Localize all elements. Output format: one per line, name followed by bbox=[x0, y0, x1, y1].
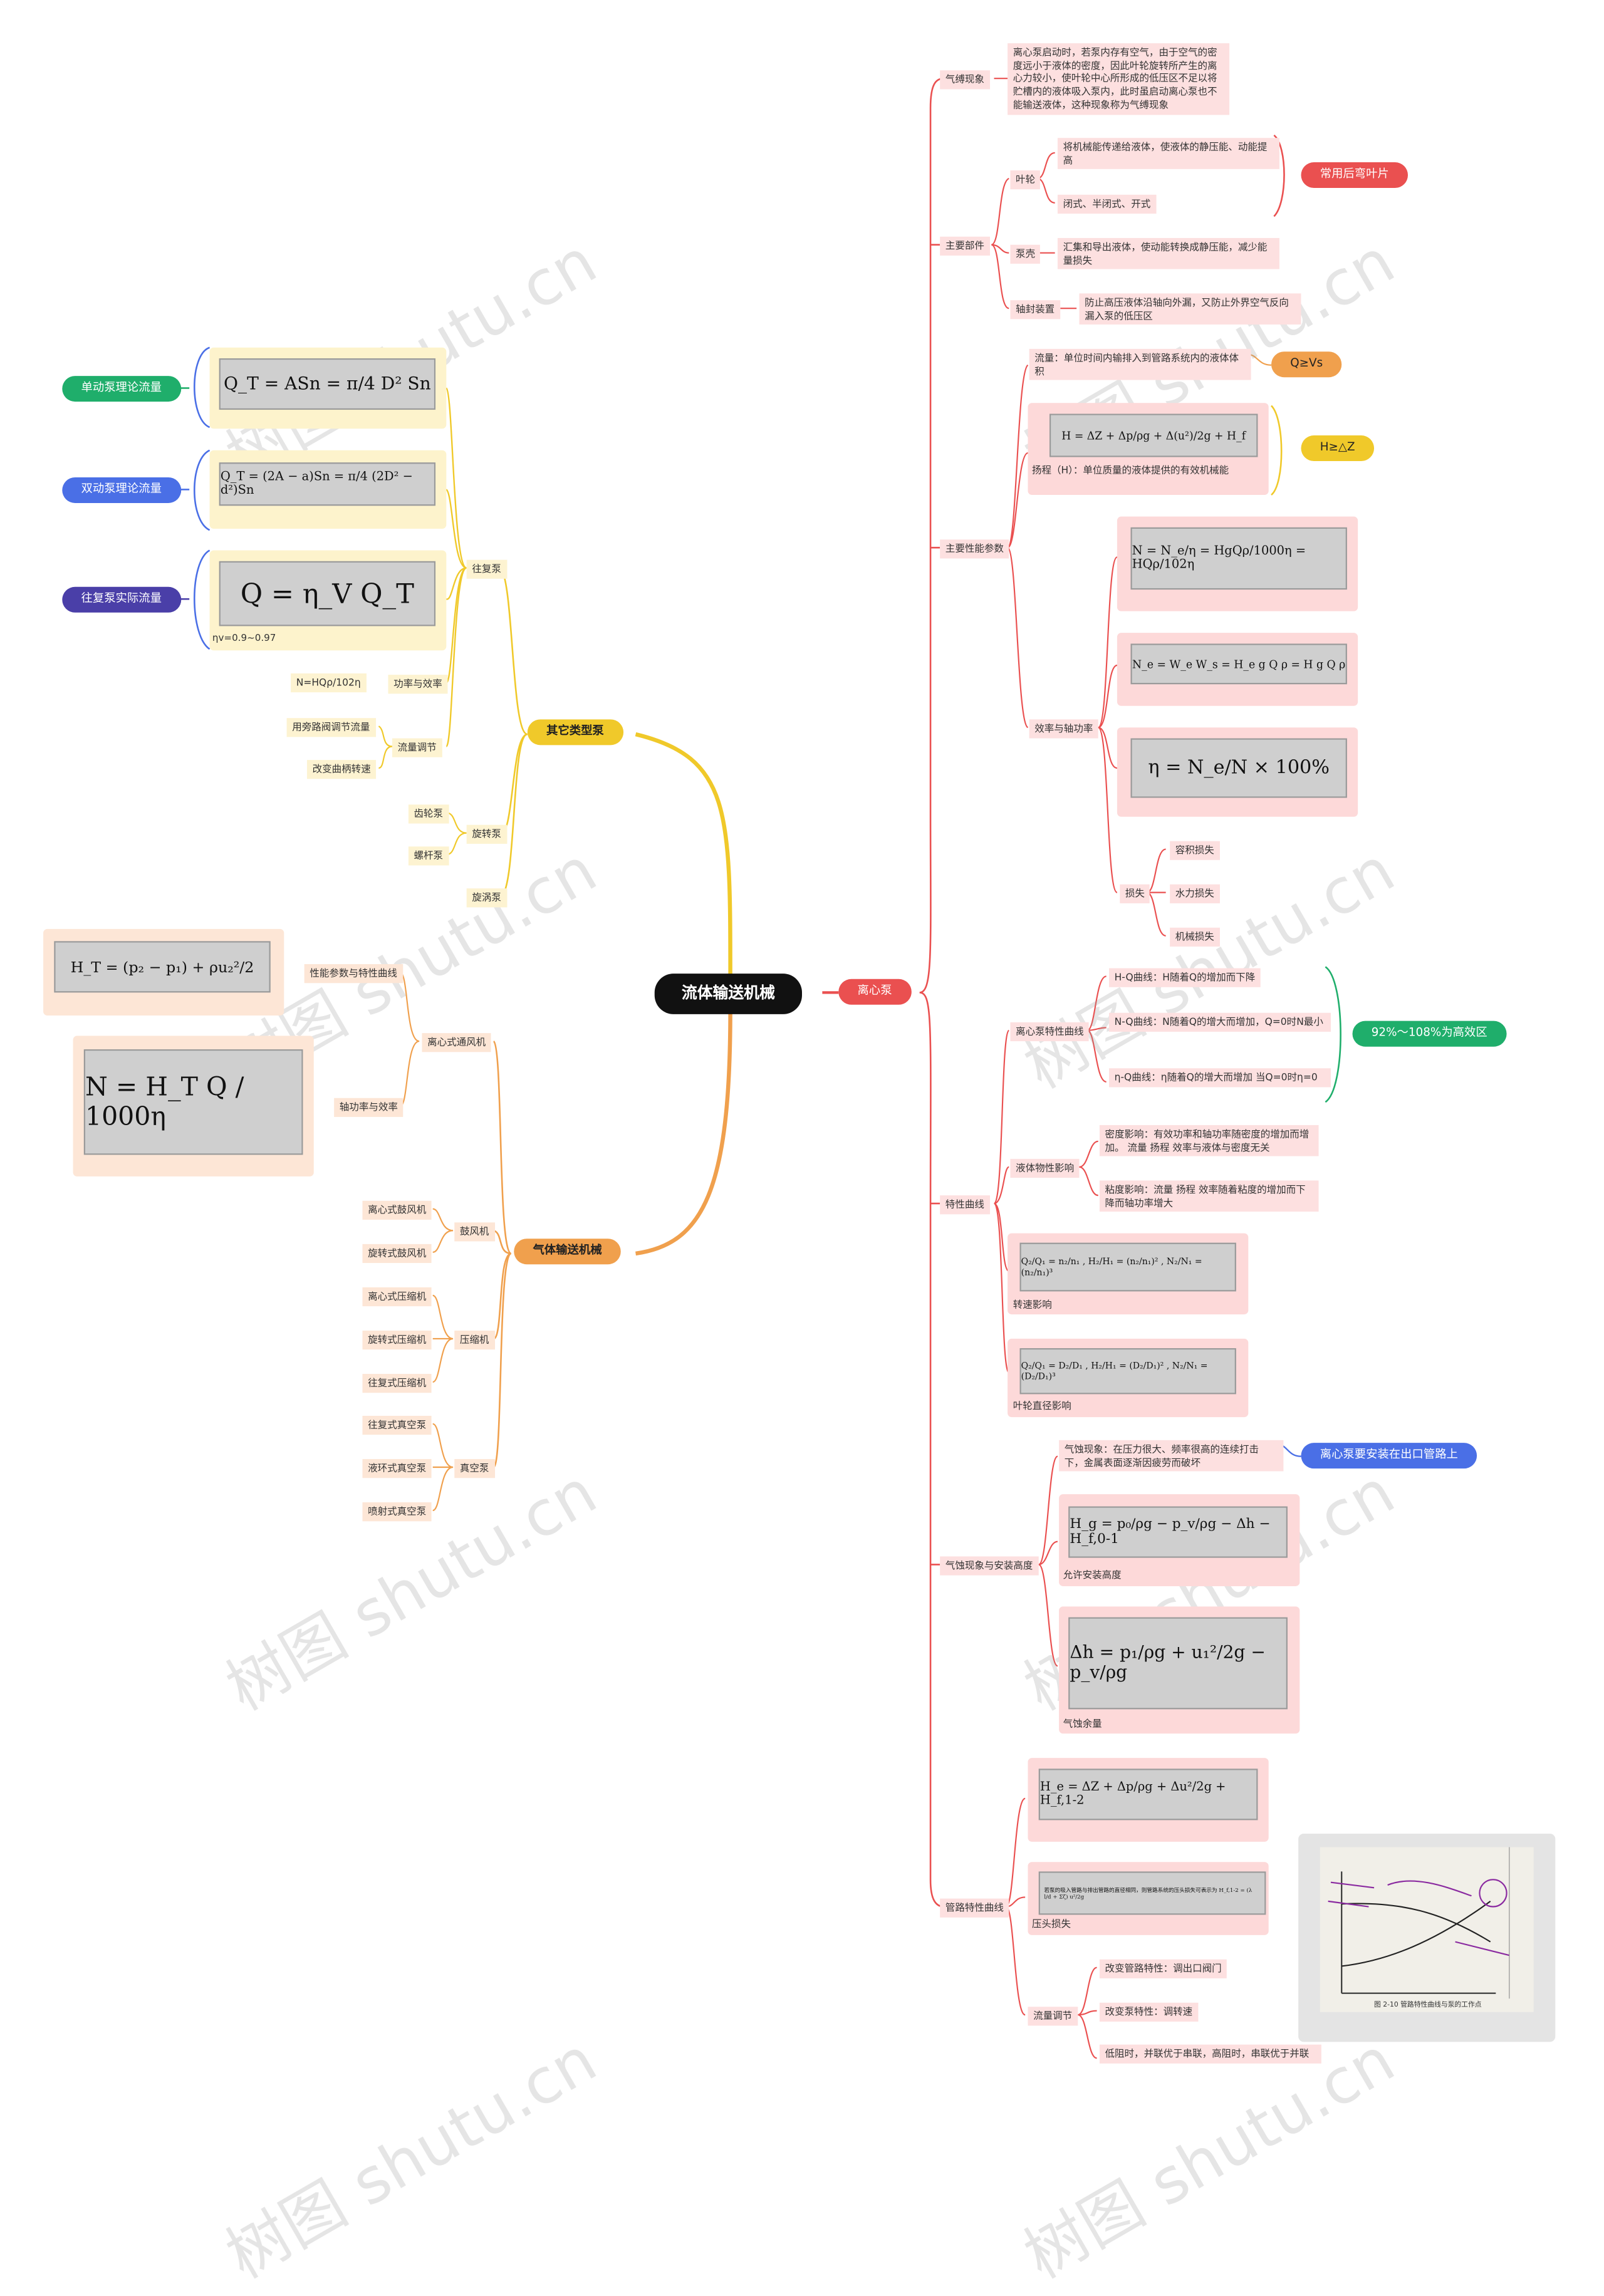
q-vs-pill[interactable]: Q≥Vs bbox=[1271, 351, 1341, 378]
figure-caption: 图 2-10 管路特性曲线与泵的工作点 bbox=[1374, 2000, 1482, 2008]
head-formula-image: H = ΔZ + Δp/ρg + Δ(u²)/2g + H_f bbox=[1049, 414, 1258, 457]
vacuum-item-2[interactable]: 喷射式真空泵 bbox=[362, 1502, 431, 1521]
he-formula-image: H_e = ΔZ + Δp/ρg + Δu²/2g + H_f,1-2 bbox=[1039, 1769, 1258, 1820]
etaq-curve-desc: η-Q曲线：η随着Q的增大而增加 当Q=0时η=0 bbox=[1109, 1068, 1331, 1087]
eta-v-label: ηv=0.9~0.97 bbox=[212, 633, 276, 643]
seal-desc: 防止高压液体沿轴向外漏，又防止外界空气反向漏入泵的低压区 bbox=[1079, 293, 1301, 325]
diameter-formula-image: Q₂/Q₁ = D₂/D₁ , H₂/H₁ = (D₂/D₁)² , N₂/N₁… bbox=[1020, 1348, 1236, 1394]
vacuum-pump-node[interactable]: 真空泵 bbox=[454, 1459, 494, 1478]
gear-pump-node[interactable]: 齿轮泵 bbox=[409, 804, 449, 823]
formula-eta-image: η = N_e/N × 100% bbox=[1131, 739, 1347, 798]
density-desc: 密度影响：有效功率和轴功率随密度的增加而增加。 流量 扬程 效率与液体与密度无关 bbox=[1100, 1125, 1319, 1157]
change-pump-node[interactable]: 改变泵特性：调转速 bbox=[1100, 2003, 1198, 2022]
series-parallel-desc: 低阻时，并联优于串联，高阻时，串联优于并联 bbox=[1100, 2045, 1321, 2064]
flow-regulation-node[interactable]: 流量调节 bbox=[392, 739, 442, 757]
branch-gas-machinery[interactable]: 气体输送机械 bbox=[514, 1239, 621, 1265]
backward-blade-pill[interactable]: 常用后弯叶片 bbox=[1301, 162, 1408, 189]
change-pipe-node[interactable]: 改变管路特性：调出口阀门 bbox=[1100, 1960, 1227, 1978]
flow-regulation-node[interactable]: 流量调节 bbox=[1028, 2007, 1077, 2025]
loss-item-2[interactable]: 机械损失 bbox=[1170, 928, 1219, 947]
formula-n-image: N = H_T Q / 1000η bbox=[84, 1049, 303, 1155]
loss-item-0[interactable]: 容积损失 bbox=[1170, 841, 1219, 860]
power-efficiency-node[interactable]: 功率与效率 bbox=[388, 675, 447, 693]
centrifugal-fan-node[interactable]: 离心式通风机 bbox=[422, 1033, 491, 1052]
formula-double-image: Q_T = (2A − a)Sn = π/4 (2D² − d²)Sn bbox=[219, 462, 435, 506]
rotary-pump-node[interactable]: 旋转泵 bbox=[467, 825, 507, 844]
branch-line-other bbox=[636, 734, 731, 976]
hg-formula-image: H_g = p₀/ρg − p_v/ρg − Δh − H_f,0-1 bbox=[1068, 1507, 1288, 1558]
liquid-property-node[interactable]: 液体物性影响 bbox=[1010, 1159, 1079, 1178]
formula-actual-image: Q = η_V Q_T bbox=[219, 561, 435, 626]
pump-curve-node[interactable]: 离心泵特性曲线 bbox=[1010, 1022, 1089, 1041]
casing-desc: 汇集和导出液体，使动能转换成静压能，减少能量损失 bbox=[1058, 238, 1279, 270]
high-efficiency-pill[interactable]: 92%～108%为高效区 bbox=[1353, 1021, 1506, 1047]
vortex-pump-node[interactable]: 旋涡泵 bbox=[467, 888, 507, 907]
single-flow-pill[interactable]: 单动泵理论流量 bbox=[62, 376, 180, 402]
h-dz-pill[interactable]: H≥△Z bbox=[1301, 435, 1373, 462]
air-binding-desc: 离心泵启动时，若泵内存有空气，由于空气的密度远小于液体的密度，因此叶轮旋转所产生… bbox=[1008, 43, 1229, 115]
nq-curve-desc: N-Q曲线：N随着Q的增大而增加，Q=0时N最小 bbox=[1109, 1013, 1331, 1032]
blower-item-1[interactable]: 旋转式鼓风机 bbox=[362, 1244, 431, 1263]
screw-pump-node[interactable]: 螺杆泵 bbox=[409, 846, 449, 865]
loss-item-1[interactable]: 水力损失 bbox=[1170, 885, 1219, 903]
branch-other-pumps[interactable]: 其它类型泵 bbox=[528, 719, 623, 745]
head-desc: 扬程（H）：单位质量的液体提供的有效机械能 bbox=[1032, 464, 1248, 477]
power-formula-node[interactable]: N=HQρ/102η bbox=[291, 673, 366, 692]
casing-node[interactable]: 泵壳 bbox=[1010, 245, 1040, 264]
bypass-node[interactable]: 用旁路阀调节流量 bbox=[287, 718, 375, 737]
formula-ne2-image: N_e = W_e W_s = H_e g Q ρ = H g Q ρ bbox=[1131, 643, 1347, 684]
formula-single-image: Q_T = ASn = π/4 D² Sn bbox=[219, 358, 435, 410]
compressor-item-2[interactable]: 往复式压缩机 bbox=[362, 1374, 431, 1393]
compressor-item-0[interactable]: 离心式压缩机 bbox=[362, 1287, 431, 1306]
pipe-curve-node[interactable]: 管路特性曲线 bbox=[940, 1899, 1009, 1918]
blower-item-0[interactable]: 离心式鼓风机 bbox=[362, 1201, 431, 1220]
allowable-height-label: 允许安装高度 bbox=[1063, 1569, 1122, 1582]
flow-desc: 流量：单位时间内输排入到管路系统内的液体体积 bbox=[1029, 349, 1251, 381]
performance-params-node[interactable]: 性能参数与特性曲线 bbox=[305, 964, 403, 983]
formula-ht-image: H_T = (p₂ − p₁) + ρu₂²/2 bbox=[54, 941, 270, 992]
vacuum-item-1[interactable]: 液环式真空泵 bbox=[362, 1459, 431, 1478]
pump-curve-figure: 图 2-10 管路特性曲线与泵的工作点 bbox=[1320, 1847, 1534, 2012]
crank-speed-node[interactable]: 改变曲柄转速 bbox=[307, 760, 376, 779]
compressor-node[interactable]: 压缩机 bbox=[454, 1331, 494, 1349]
shaft-power-node[interactable]: 轴功率与效率 bbox=[334, 1098, 403, 1117]
compressor-item-1[interactable]: 旋转式压缩机 bbox=[362, 1331, 431, 1349]
actual-flow-pill[interactable]: 往复泵实际流量 bbox=[62, 587, 180, 613]
speed-formula-image: Q₂/Q₁ = n₂/n₁ , H₂/H₁ = (n₂/n₁)² , N₂/N₁… bbox=[1020, 1243, 1236, 1292]
branch-line-gas bbox=[636, 1010, 731, 1254]
impeller-desc: 将机械能传递给液体，使液体的静压能、动能提高 bbox=[1058, 138, 1279, 170]
impeller-types: 闭式、半闭式、开式 bbox=[1058, 195, 1156, 214]
head-loss-image: 若泵的吸入管路与排出管路的直径相同，则管路系统的压头损失可表示为 H_f,1-2… bbox=[1039, 1871, 1266, 1914]
cavitation-desc: 气蚀现象：在压力很大、频率很高的连续打击下，金属表面逐渐因疲劳而破坏 bbox=[1059, 1440, 1283, 1472]
branch-centrifugal-pump[interactable]: 离心泵 bbox=[838, 979, 911, 1005]
diameter-effect-label: 叶轮直径影响 bbox=[1013, 1400, 1071, 1413]
hq-curve-desc: H-Q曲线：H随着Q的增加而下降 bbox=[1109, 969, 1261, 987]
formula-ne-image: N = N_e/η = HgQρ/1000η = HQρ/102η bbox=[1131, 527, 1347, 590]
central-topic[interactable]: 流体输送机械 bbox=[655, 974, 802, 1014]
impeller-node[interactable]: 叶轮 bbox=[1010, 170, 1040, 189]
double-flow-pill[interactable]: 双动泵理论流量 bbox=[62, 477, 180, 504]
mindmap-canvas: 树图 shutu.cn 树图 shutu.cn 树图 shutu.cn 树图 s… bbox=[0, 0, 1604, 2126]
reciprocating-pump-node[interactable]: 往复泵 bbox=[467, 560, 507, 579]
dh-formula-image: Δh = p₁/ρg + u₁²/2g − p_v/ρg bbox=[1068, 1618, 1288, 1710]
outlet-install-pill[interactable]: 离心泵要安装在出口管路上 bbox=[1301, 1443, 1477, 1469]
head-loss-label: 压头损失 bbox=[1032, 1918, 1071, 1931]
speed-effect-label: 转速影响 bbox=[1013, 1298, 1052, 1311]
characteristic-curve-node[interactable]: 特性曲线 bbox=[940, 1195, 989, 1214]
efficiency-power-node[interactable]: 效率与轴功率 bbox=[1029, 719, 1098, 738]
cavitation-node[interactable]: 气蚀现象与安装高度 bbox=[940, 1556, 1038, 1575]
main-parts-node[interactable]: 主要部件 bbox=[940, 237, 989, 256]
air-binding-node[interactable]: 气缚现象 bbox=[940, 70, 989, 89]
blower-node[interactable]: 鼓风机 bbox=[454, 1222, 494, 1241]
viscosity-desc: 粘度影响：流量 扬程 效率随着粘度的增加而下降而轴功率增大 bbox=[1100, 1180, 1319, 1212]
vacuum-item-0[interactable]: 往复式真空泵 bbox=[362, 1416, 431, 1435]
figure-photo-frame: 图 2-10 管路特性曲线与泵的工作点 bbox=[1298, 1834, 1555, 2042]
npsh-label: 气蚀余量 bbox=[1063, 1717, 1102, 1730]
loss-node[interactable]: 损失 bbox=[1120, 885, 1150, 903]
seal-node[interactable]: 轴封装置 bbox=[1010, 300, 1060, 319]
main-params-node[interactable]: 主要性能参数 bbox=[940, 539, 1009, 558]
